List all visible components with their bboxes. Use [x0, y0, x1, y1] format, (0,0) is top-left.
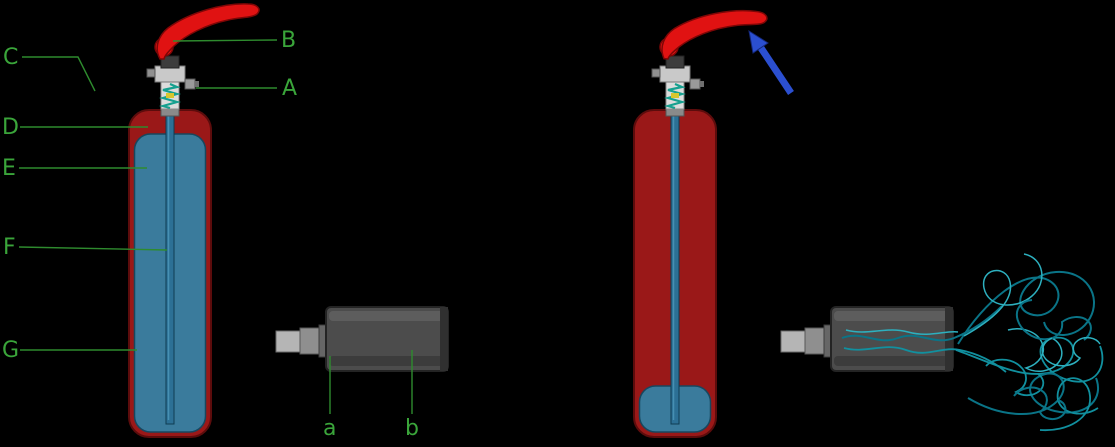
horn-top-highlight	[834, 311, 950, 321]
spray-cloud	[841, 253, 1104, 431]
extinguisher-charged	[128, 3, 260, 438]
inlet-fitting-step	[804, 327, 826, 355]
siphon-tube	[165, 105, 175, 425]
inlet-fitting	[275, 330, 301, 353]
leader-line-F	[18, 246, 168, 251]
callouts: C B A D E F G a b	[2, 28, 419, 441]
spray-stroke	[1041, 336, 1101, 367]
siphon-tube	[670, 105, 680, 425]
press-arrow-shaft	[758, 46, 794, 95]
discharge-outlet-tip	[195, 81, 199, 87]
spray-stroke	[957, 270, 1095, 345]
safety-pin-stub	[146, 68, 156, 78]
horn-top-highlight	[329, 311, 445, 321]
inlet-fitting-step	[299, 327, 321, 355]
spray-stroke	[1015, 299, 1092, 341]
label-a: a	[323, 416, 336, 441]
press-arrow	[748, 29, 794, 95]
pressed-lever-group	[659, 9, 768, 60]
horn-bottom-shade	[834, 356, 950, 366]
label-G: G	[2, 338, 19, 363]
label-F: F	[3, 235, 16, 260]
horn-assembly-left	[275, 306, 449, 372]
horn-bottom-shade	[329, 356, 445, 366]
label-C: C	[3, 45, 18, 70]
operating-lever-pressed	[661, 9, 768, 60]
spray-stroke	[1013, 386, 1067, 421]
spray-stroke	[963, 253, 1043, 337]
spray-stroke	[843, 346, 1007, 373]
discharge-outlet	[184, 78, 196, 90]
leader-line-C	[22, 56, 96, 92]
spray-stroke	[1007, 328, 1063, 372]
label-D: D	[2, 115, 19, 140]
leader-line-B	[172, 39, 278, 42]
inlet-fitting	[780, 330, 806, 353]
discharge-outlet	[689, 78, 701, 90]
spray-stroke	[841, 305, 1003, 342]
spray-stroke	[845, 329, 959, 335]
extinguisher-discharging	[633, 9, 768, 438]
lever-pivot-block	[160, 55, 180, 69]
valve-seal	[671, 93, 679, 98]
horn-end-cap	[440, 307, 448, 371]
operating-lever	[156, 3, 260, 60]
discharge-outlet-tip	[700, 81, 704, 87]
spray-stroke	[1039, 377, 1099, 431]
lever-pivot-block	[665, 55, 685, 69]
safety-pin-stub	[651, 68, 661, 78]
label-A: A	[282, 76, 297, 101]
label-b: b	[405, 416, 419, 441]
label-E: E	[2, 156, 16, 181]
press-arrow-head	[748, 29, 769, 54]
label-B: B	[281, 28, 296, 53]
spray-stroke	[955, 336, 1104, 383]
valve-seal	[166, 93, 174, 98]
